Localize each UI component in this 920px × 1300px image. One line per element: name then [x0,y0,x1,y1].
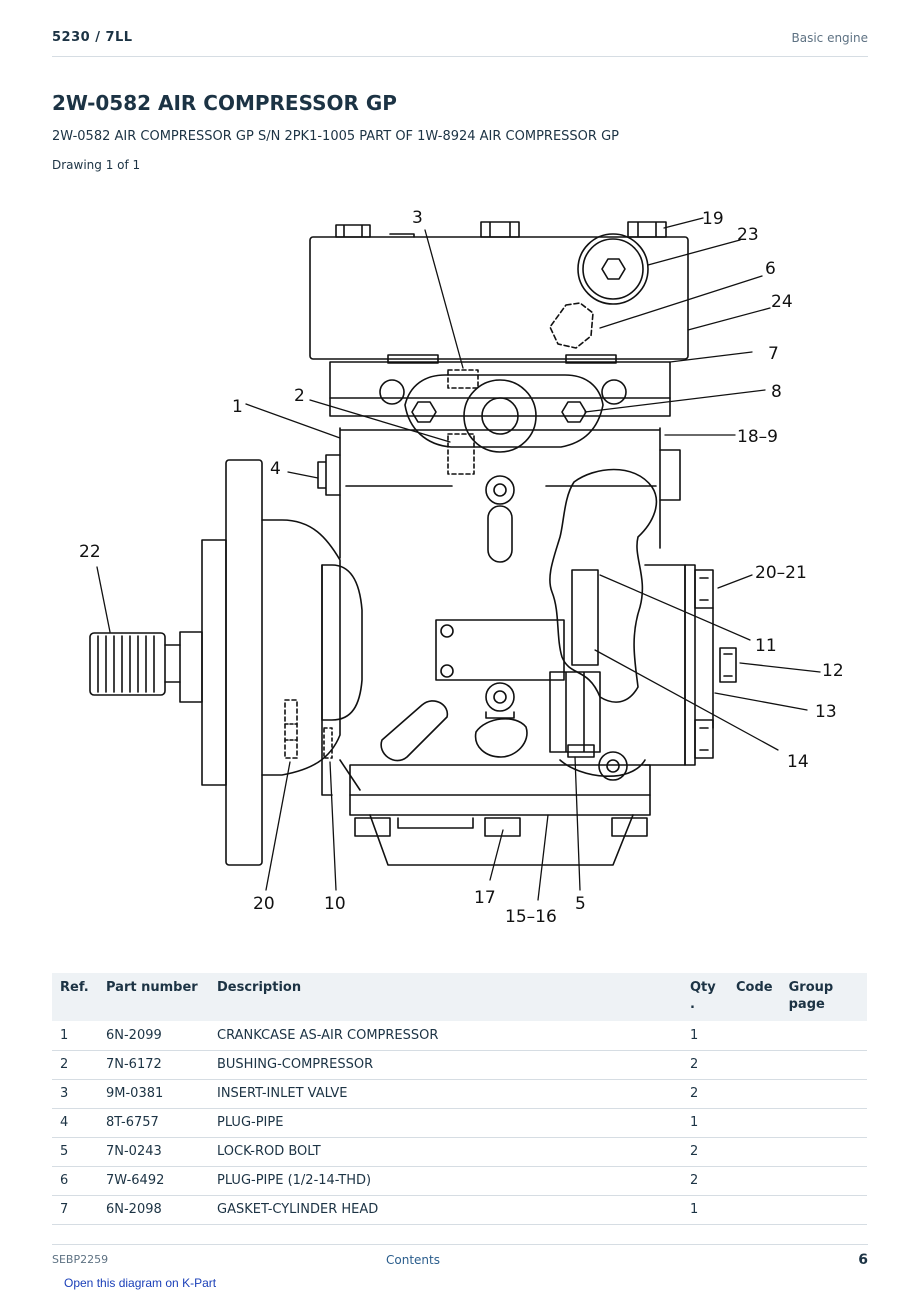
callout: 13 [815,702,837,722]
table-row: 4 8T-6757 PLUG-PIPE 1 [52,1108,867,1138]
contents-link[interactable]: Contents [386,1253,440,1267]
cell-group-page [780,1050,867,1080]
table-row: 5 7N-0243 LOCK-ROD BOLT 2 [52,1137,867,1167]
cell-ref: 2 [52,1050,98,1080]
callout: 8 [771,382,782,402]
column-header-group-page: Group page [780,973,867,1021]
model-label: 5230 / 7LL [52,30,133,45]
page-number: 6 [858,1252,868,1268]
callout: 1 [232,397,243,417]
parts-table: Ref. Part number Description Qty . Code … [52,973,867,1225]
callout: 23 [737,225,759,245]
callout: 18–9 [737,427,778,447]
footer-divider [52,1244,868,1245]
document-id: SEBP2259 [52,1253,109,1266]
cell-part-number: 6N-2099 [98,1021,209,1051]
callout: 3 [412,208,423,228]
callout: 24 [771,292,793,312]
callout: 20–21 [755,563,807,583]
cell-qty: 1 [682,1021,728,1051]
callout: 17 [474,888,496,908]
column-header-part-number: Part number [98,973,209,1021]
cell-ref: 6 [52,1166,98,1196]
cell-code [728,1021,781,1051]
callout: 12 [822,661,844,681]
drawing-label: Drawing 1 of 1 [52,158,141,172]
cell-qty: 2 [682,1137,728,1167]
open-kpart-link[interactable]: Open this diagram on K-Part [64,1276,217,1290]
cell-code [728,1079,781,1109]
callout: 10 [324,894,346,914]
table-header-row: Ref. Part number Description Qty . Code … [52,973,867,1021]
cell-group-page [780,1137,867,1167]
cell-group-page [780,1079,867,1109]
cell-group-page [780,1166,867,1196]
parts-diagram: 3 19 23 6 24 7 8 1 2 18–9 4 22 20–21 11 … [60,195,860,940]
cell-description: PLUG-PIPE (1/2-14-THD) [209,1166,682,1196]
page-subtitle: 2W-0582 AIR COMPRESSOR GP S/N 2PK1-1005 … [52,129,619,144]
cell-part-number: 7N-0243 [98,1137,209,1167]
cell-code [728,1108,781,1138]
cell-ref: 7 [52,1195,98,1225]
column-header-qty: Qty . [682,973,728,1021]
cell-part-number: 7N-6172 [98,1050,209,1080]
cell-description: INSERT-INLET VALVE [209,1079,682,1109]
table-row: 7 6N-2098 GASKET-CYLINDER HEAD 1 [52,1195,867,1225]
cell-description: CRANKCASE AS-AIR COMPRESSOR [209,1021,682,1051]
page-header: 5230 / 7LL Basic engine [52,28,868,57]
leader-lines [96,217,821,901]
column-header-description: Description [209,973,682,1021]
callout: 15–16 [505,907,557,927]
cell-description: LOCK-ROD BOLT [209,1137,682,1167]
cell-qty: 2 [682,1166,728,1196]
cell-group-page [780,1195,867,1225]
cell-part-number: 9M-0381 [98,1079,209,1109]
cell-qty: 2 [682,1079,728,1109]
column-header-ref: Ref. [52,973,98,1021]
cell-qty: 1 [682,1195,728,1225]
cell-part-number: 7W-6492 [98,1166,209,1196]
callout: 5 [575,894,586,914]
cell-part-number: 8T-6757 [98,1108,209,1138]
callout: 19 [702,209,724,229]
callout: 11 [755,636,777,656]
callout: 14 [787,752,809,772]
callout: 4 [270,459,281,479]
callout: 2 [294,386,305,406]
table-row: 2 7N-6172 BUSHING-COMPRESSOR 2 [52,1050,867,1080]
column-header-code: Code [728,973,781,1021]
cell-part-number: 6N-2098 [98,1195,209,1225]
callout: 22 [79,542,101,562]
table-row: 1 6N-2099 CRANKCASE AS-AIR COMPRESSOR 1 [52,1021,867,1051]
cell-description: GASKET-CYLINDER HEAD [209,1195,682,1225]
cell-ref: 4 [52,1108,98,1138]
table-row: 3 9M-0381 INSERT-INLET VALVE 2 [52,1079,867,1109]
cell-group-page [780,1021,867,1051]
cell-code [728,1137,781,1167]
cell-code [728,1195,781,1225]
table-row: 6 7W-6492 PLUG-PIPE (1/2-14-THD) 2 [52,1166,867,1196]
cell-ref: 5 [52,1137,98,1167]
page-title: 2W-0582 AIR COMPRESSOR GP [52,91,397,115]
cell-qty: 1 [682,1108,728,1138]
section-label: Basic engine [791,31,868,45]
callout-labels: 3 19 23 6 24 7 8 1 2 18–9 4 22 20–21 11 … [79,208,844,927]
cell-qty: 2 [682,1050,728,1080]
cell-group-page [780,1108,867,1138]
cell-code [728,1166,781,1196]
cell-description: PLUG-PIPE [209,1108,682,1138]
callout: 20 [253,894,275,914]
cell-description: BUSHING-COMPRESSOR [209,1050,682,1080]
callout: 7 [768,344,779,364]
cell-ref: 1 [52,1021,98,1051]
cell-ref: 3 [52,1079,98,1109]
cell-code [728,1050,781,1080]
callout: 6 [765,259,776,279]
